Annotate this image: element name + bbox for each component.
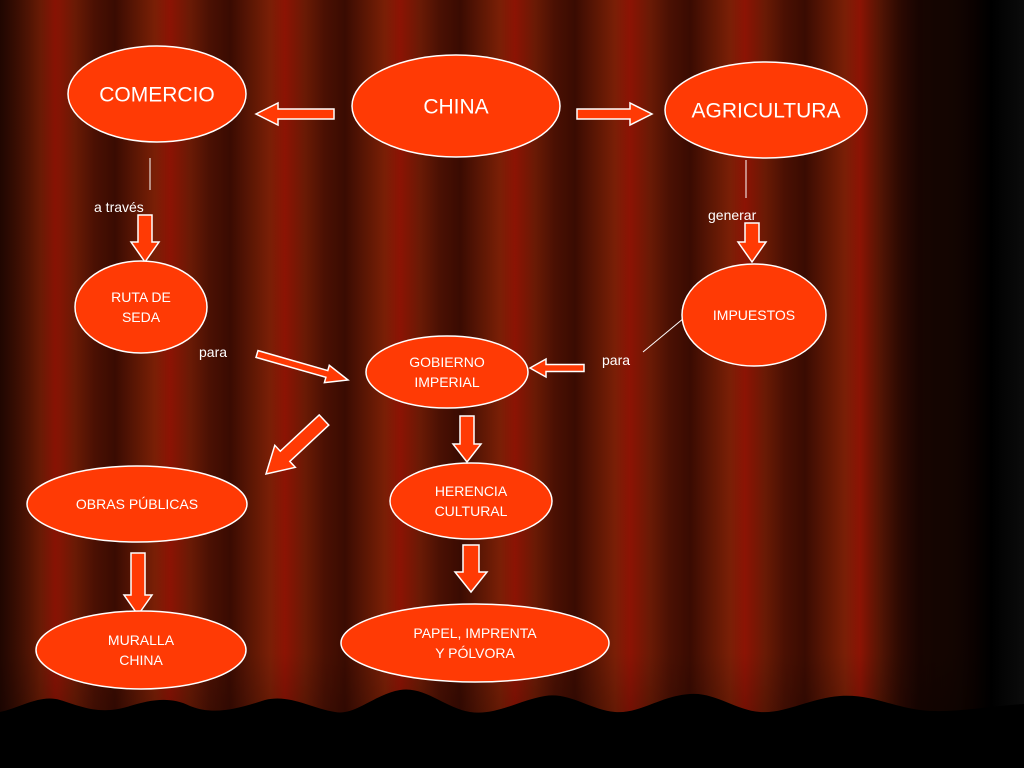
arrow-impuestos-to-gobierno [528,357,585,379]
arrow-obras-to-muralla [122,552,154,617]
node-label: CULTURAL [435,503,508,519]
node-ellipse [340,603,610,683]
node-ellipse [351,54,561,158]
node-ellipse [74,260,208,354]
arrow-china-to-agricultura [576,101,654,127]
node-ellipse [681,263,827,367]
node-impuestos: IMPUESTOS [681,263,827,367]
node-agricultura: AGRICULTURA [664,61,868,159]
node-label: CHINA [119,652,163,668]
node-papel-imprenta-polvora: PAPEL, IMPRENTA Y PÓLVORA [340,603,610,683]
arrow-ruta-to-gobierno [255,349,350,384]
node-label: Y PÓLVORA [435,645,515,661]
node-herencia-cultural: HERENCIA CULTURAL [389,462,553,540]
node-comercio: COMERCIO [67,45,247,143]
node-obras-publicas: OBRAS PÚBLICAS [26,465,248,543]
node-label: IMPUESTOS [713,307,795,323]
node-ruta-de-seda: RUTA DE SEDA [74,260,208,354]
node-label: COMERCIO [99,84,215,107]
node-china: CHINA [351,54,561,158]
node-muralla-china: MURALLA CHINA [35,610,247,690]
node-label: PAPEL, IMPRENTA [413,625,537,641]
node-ellipse [365,335,529,409]
node-label: AGRICULTURA [692,100,841,123]
node-label: MURALLA [108,632,175,648]
node-ellipse [35,610,247,690]
node-label: GOBIERNO [409,354,485,370]
node-label: IMPERIAL [414,374,480,390]
arrow-herencia-to-papel [453,544,489,594]
arrow-gobierno-to-obras [264,413,330,476]
curtain-right-shade [860,0,1024,768]
node-ellipse [26,465,248,543]
impuestos-connector-line [642,317,685,353]
node-label: OBRAS PÚBLICAS [76,496,198,512]
node-gobierno-imperial: GOBIERNO IMPERIAL [365,335,529,409]
link-label-a-traves: a través [94,199,144,215]
arrow-agricultura-to-impuestos [736,222,768,264]
link-label-para-right: para [602,352,630,368]
node-ellipse [389,462,553,540]
node-label: RUTA DE [111,289,171,305]
arrow-china-to-comercio [254,101,335,127]
node-label: CHINA [423,96,488,119]
node-label: HERENCIA [435,483,508,499]
stage-floor [0,689,1024,768]
arrow-gobierno-to-herencia [451,415,483,464]
node-ellipse [67,45,247,143]
node-label: SEDA [122,309,161,325]
link-label-para-left: para [199,344,227,360]
arrow-comercio-to-ruta-de-seda [129,214,161,264]
link-label-generar: generar [708,207,757,223]
node-ellipse [664,61,868,159]
